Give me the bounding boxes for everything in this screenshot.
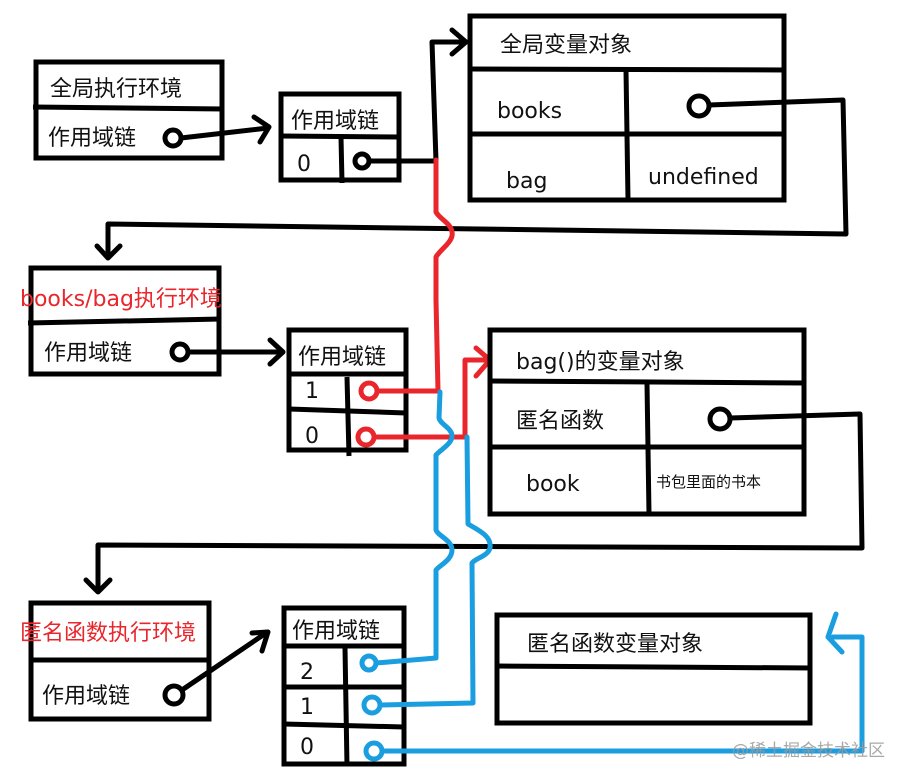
anon-context-title: 匿名函数执行环境 [20,621,196,646]
global-variable-object: 全局变量对象 books bag undefined [467,13,787,203]
divider [644,382,652,515]
red-wire-scope0-to-bag-vo [371,357,493,440]
blue-wire-scope2-to-global [373,389,455,666]
divider [342,647,350,767]
divider [280,133,400,140]
divider [32,104,225,112]
scope-index: 2 [300,660,314,685]
vo-row-name: bag [506,169,547,194]
books-bag-execution-context: books/bag执行环境 作用域链 [20,265,222,377]
scope-index: 1 [300,695,314,720]
anon-context-scope-chain-label: 作用域链 [42,684,130,709]
red-wire-scope1-to-global-vo [374,157,455,394]
blue-wire-scope0-to-anon-vo [379,634,865,754]
books-bag-scope-chain-title: 作用域链 [298,345,386,370]
pointer-dot [686,93,712,119]
arrow-global-to-scope-chain [178,125,271,141]
divider [344,376,352,457]
vo-row-value: 书包里面的书本 [656,473,761,491]
divider [488,378,807,386]
bag-vo-title: bag()的变量对象 [516,350,685,375]
divider [469,66,787,73]
blue-wire-scope1-to-bag-vo [377,434,493,708]
books-bag-context-scope-chain-label: 作用域链 [44,341,132,366]
arrow-scope0-to-global-vo [366,39,469,164]
arrowhead [249,629,271,654]
anon-variable-object: 匿名函数变量对象 [494,612,813,726]
arrowhead [825,611,845,655]
vo-row-name: book [526,472,580,497]
arrowhead [267,337,286,367]
divider [338,136,345,184]
pointer-dot [707,406,733,432]
arrowhead [83,577,113,595]
bag-variable-object: bag()的变量对象 匿名函数 book 书包里面的书本 [487,327,807,517]
global-execution-context: 全局执行环境 作用域链 [32,59,225,161]
arrow-anon-to-scope-chain [179,630,269,693]
vo-row-name: 匿名函数 [516,409,604,434]
vo-row-name: books [497,99,562,124]
arrow-books-to-books-bag-context [105,97,849,258]
anon-scope-chain-title: 作用域链 [292,619,380,644]
vo-row-value: undefined [648,165,759,190]
global-scope-chain-title: 作用域链 [291,109,379,134]
divider [623,69,631,201]
global-scope-chain: 作用域链 0 [278,91,402,184]
scope-index: 0 [297,152,311,177]
global-vo-title: 全局变量对象 [500,33,632,58]
divider [496,663,813,671]
scope-index: 1 [305,379,319,404]
scope-index: 0 [305,424,319,449]
watermark: @稀土掘金技术社区 [732,741,885,761]
books-bag-context-title: books/bag执行环境 [20,287,222,312]
anon-vo-title: 匿名函数变量对象 [527,632,703,657]
pointer-dot [162,683,186,707]
global-context-title: 全局执行环境 [50,77,182,102]
arrowhead [449,27,469,57]
arrow-anon-fn-to-anon-context [95,411,865,593]
scope-index: 0 [300,735,314,760]
anon-scope-chain: 作用域链 2 1 0 [281,605,407,767]
divider [27,316,222,326]
arrowhead [94,243,123,261]
global-context-scope-chain-label: 作用域链 [48,126,136,151]
anon-execution-context: 匿名函数执行环境 作用域链 [20,600,212,722]
arrowhead [251,114,272,145]
